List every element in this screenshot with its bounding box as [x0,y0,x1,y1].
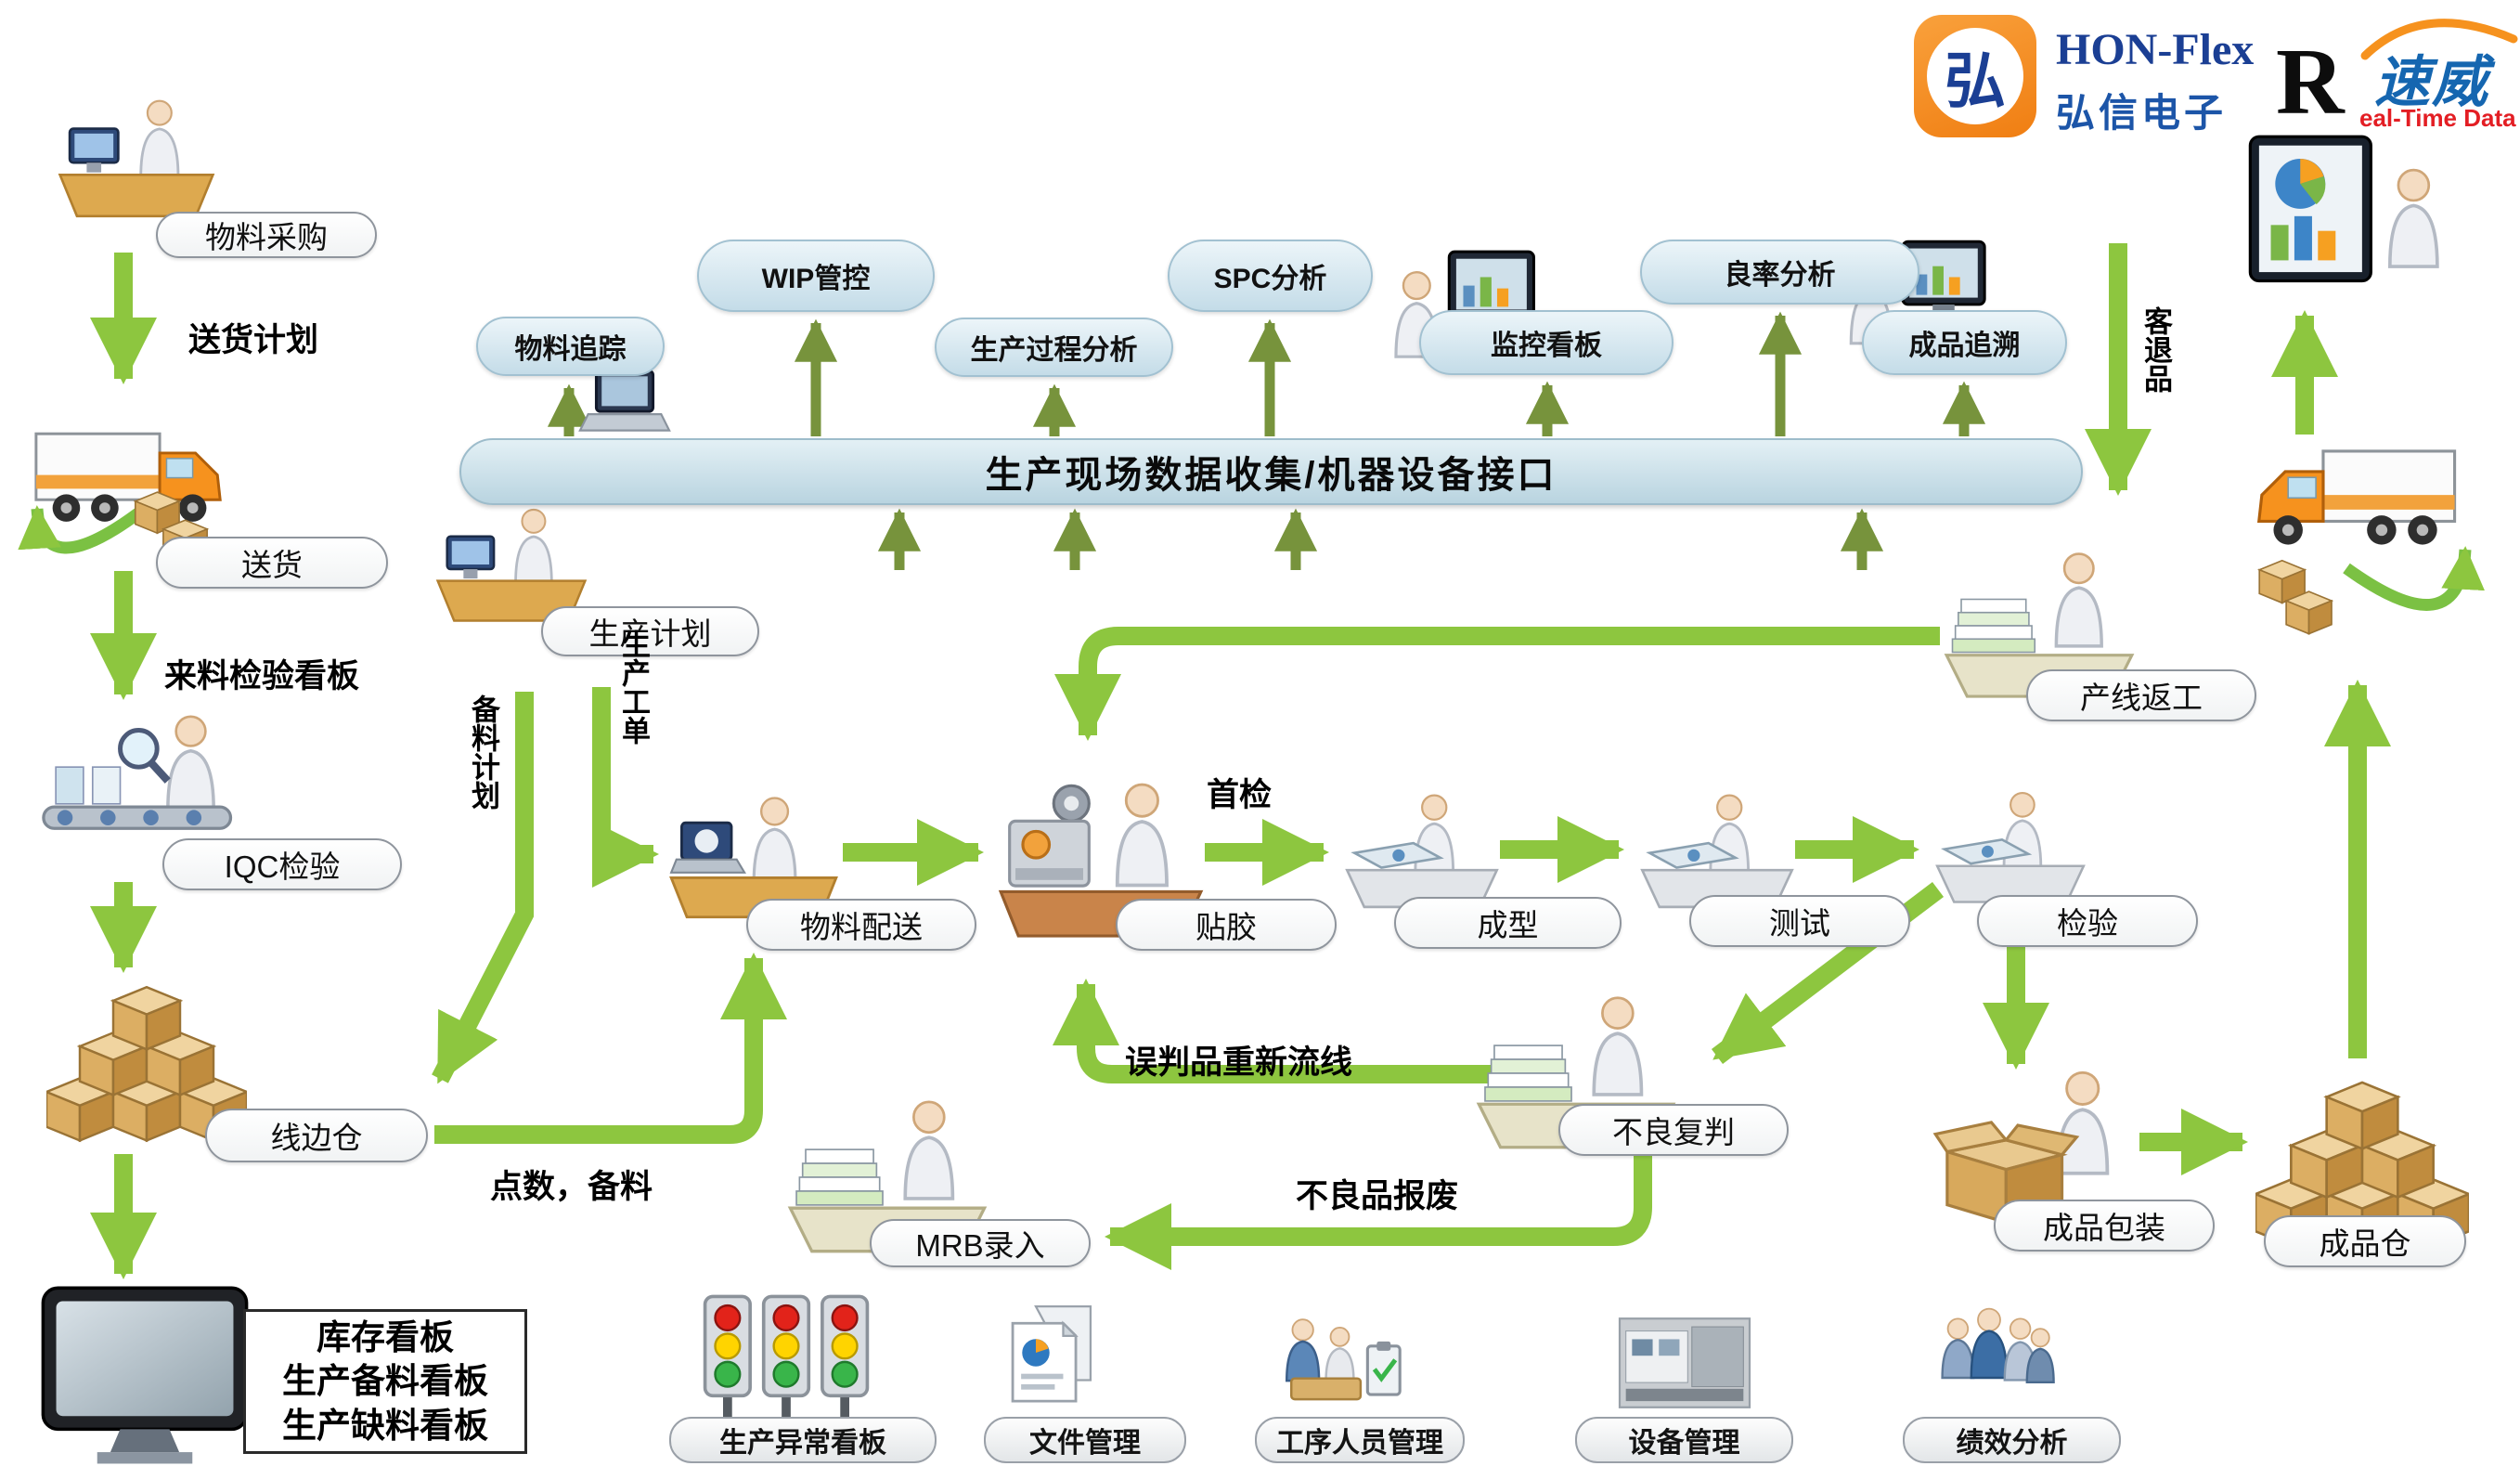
node-finished-warehouse: 成品仓 [2264,1215,2466,1267]
node-delivery: 送货 [156,537,388,589]
honflex-subtitle-text: 弘信电子 [2056,91,2228,135]
realtime-brand-text: 速威 [2374,51,2489,113]
data-bus-bar: 生产现场数据收集/机器设备接口 [459,438,2083,505]
module-label-abnormal-board: 生产异常看板 [669,1417,937,1463]
people-group-icon [1932,1300,2057,1411]
honflex-brand-text: HON-Flex [2056,25,2255,74]
node-defect-review: 不良复判 [1558,1104,1789,1156]
traffic-lights-icon [703,1294,870,1421]
note-misjudged-reflow: 误判品重新流线 [1125,1044,1353,1081]
arrow-rework-to-line [1053,627,1940,742]
iqc-inspector-icon [37,715,243,856]
dashboard-person-icon [2244,130,2450,308]
note-material-prep-plan: 备料计划 [467,694,499,810]
bubble-yield-analysis: 良率分析 [1640,240,1919,305]
node-mrb-entry: MRB录入 [870,1219,1091,1267]
module-label-personnel-management: 工序人员管理 [1255,1417,1465,1463]
node-line-rework: 产线返工 [2026,669,2256,721]
node-line-side-warehouse: 线边仓 [205,1109,428,1162]
material-purchase-person-icon [58,93,215,223]
node-testing: 测试 [1689,895,1910,947]
note-work-order: 生产工单 [617,629,650,745]
bubble-wip-control: WIP管控 [697,240,935,312]
equipment-icon [1617,1317,1752,1409]
node-taping: 贴胶 [1116,899,1337,951]
kanban-line-material-prep: 生产备料看板 [282,1362,488,1401]
inspection-person-icon [1932,787,2088,910]
shipping-truck-icon [2244,435,2463,570]
node-production-plan: 生产计划 [541,606,759,656]
realtime-swoosh-icon [2360,19,2518,60]
note-customer-returns: 客退品 [2139,306,2172,393]
bubble-spc-analysis: SPC分析 [1168,240,1373,312]
note-first-inspection: 首检 [1207,777,1273,813]
bubble-process-analysis: 生产过程分析 [935,318,1173,377]
arrow-counting-to-distribution [434,952,788,1144]
node-inspection: 检验 [1977,895,2198,947]
shipping-packages-icon [2258,559,2333,635]
bubble-traceability: 成品追溯 [1862,310,2067,375]
kanban-line-inventory: 库存看板 [317,1317,454,1356]
kanban-board-list: 库存看板 生产备料看板 生产缺料看板 [243,1309,527,1454]
note-counting-prep: 点数，备料 [490,1169,653,1205]
module-label-document-management: 文件管理 [984,1417,1186,1463]
kanban-line-material-shortage: 生产缺料看板 [282,1406,488,1445]
bubble-monitor-board: 监控看板 [1419,310,1674,375]
material-tracking-laptop-icon [577,367,672,437]
realtime-logo-r: R [2276,30,2345,135]
node-packaging: 成品包装 [1994,1200,2215,1252]
note-scrap: 不良品报废 [1296,1178,1459,1214]
honflex-logo-icon: 弘 [1914,15,2036,137]
realtime-tagline-text: eal-Time Data [2359,104,2516,132]
module-label-equipment-management: 设备管理 [1575,1417,1793,1463]
module-label-performance-analysis: 绩效分析 [1903,1417,2121,1463]
bubble-material-tracking: 物料追踪 [476,317,665,376]
honflex-glyph: 弘 [1945,48,2006,116]
note-incoming-inspection-board: 来料检验看板 [164,658,360,694]
note-delivery-plan: 送货计划 [188,322,319,358]
node-forming: 成型 [1394,897,1622,949]
node-material-purchase: 物料采购 [156,212,377,258]
people-icon [1260,1314,1415,1418]
kanban-monitor-icon [37,1283,252,1466]
document-icon [1004,1300,1099,1406]
node-iqc: IQC检验 [162,838,402,890]
node-material-distribution: 物料配送 [746,899,976,951]
